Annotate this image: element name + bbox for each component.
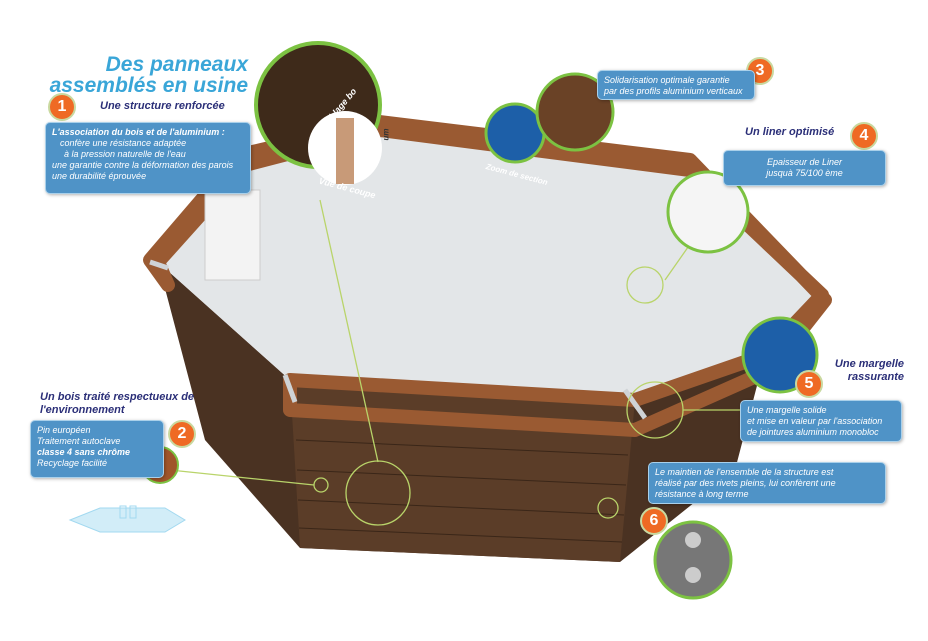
badge-4: 4	[850, 122, 878, 150]
callout-5-title: Une margelle rassurante	[834, 358, 904, 383]
badge-6: 6	[640, 507, 668, 535]
skimmer	[204, 189, 261, 281]
profile-detail-circle	[535, 72, 615, 152]
section-zoom-circle	[484, 102, 546, 164]
mini-pool-icon	[68, 505, 186, 533]
callout-1-box: L'association du bois et de l'aluminium …	[45, 122, 251, 194]
rivet-detail-circle	[653, 520, 733, 600]
badge-1: 1	[48, 93, 76, 121]
liner	[158, 130, 822, 400]
badge-2: 2	[168, 420, 196, 448]
alu-label: um	[381, 128, 391, 141]
badge-5: 5	[795, 370, 823, 398]
callout-2-title: Un bois traité respectueux de l'environn…	[40, 391, 195, 416]
callout-rings	[169, 199, 740, 526]
liner-detail-circle	[666, 170, 750, 254]
callout-4-title: Un liner optimisé	[745, 126, 835, 138]
callout-6-box: Le maintien de l'ensemble de la structur…	[648, 462, 886, 504]
callout-1-title: Une structure renforcée	[100, 100, 225, 112]
